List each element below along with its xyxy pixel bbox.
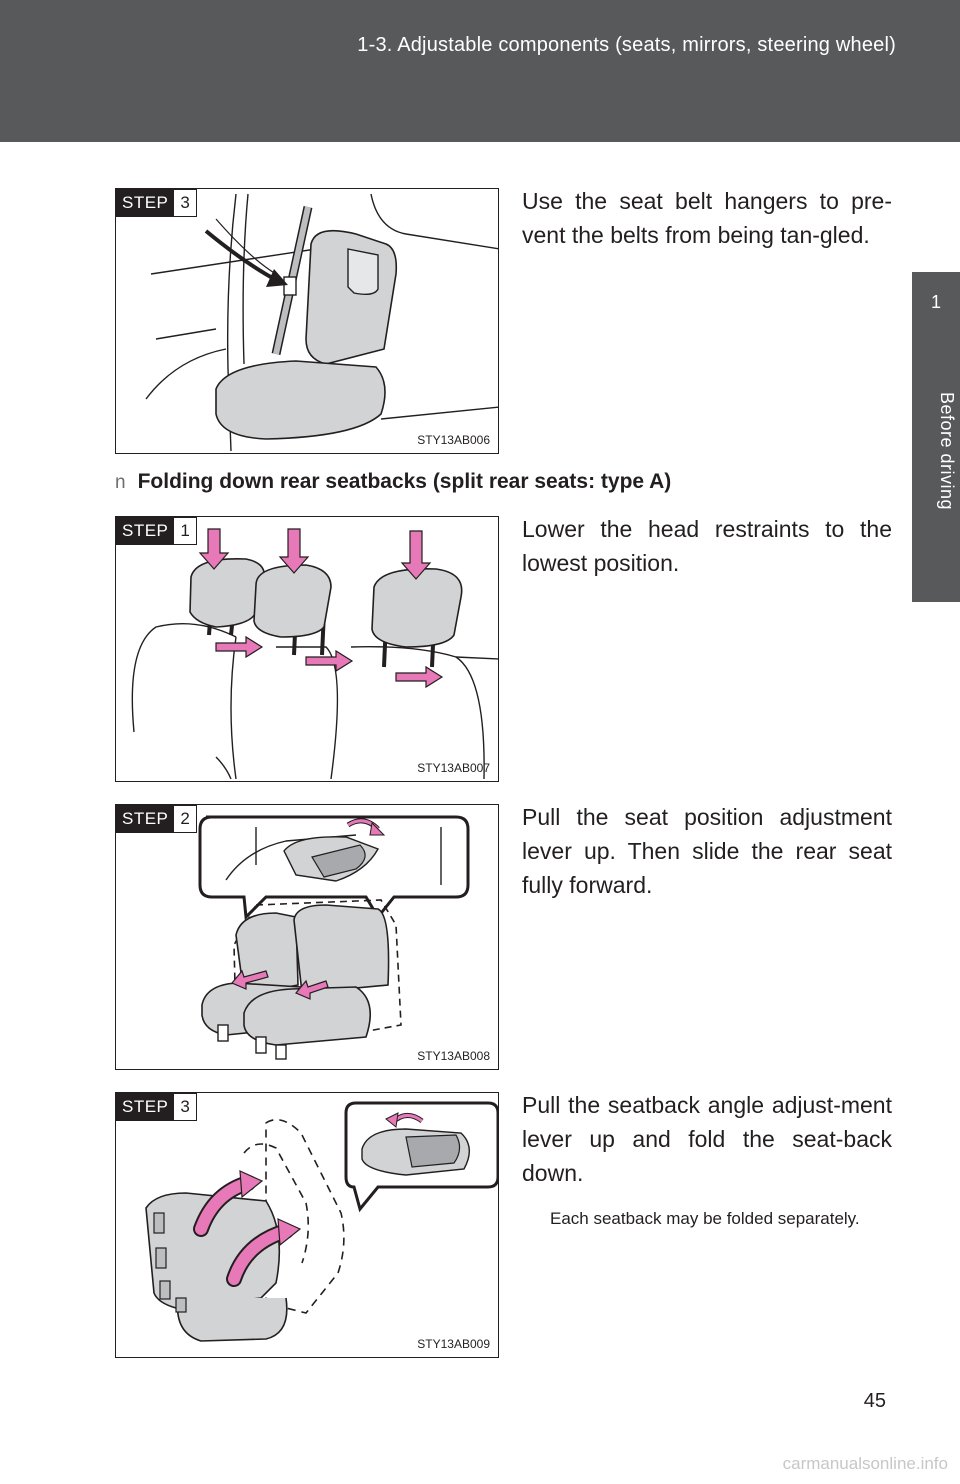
step-word: STEP (116, 189, 175, 217)
head-restraints-illustration (131, 528, 498, 780)
figure-code: STY13AB008 (417, 1049, 490, 1063)
figure-code: STY13AB009 (417, 1337, 490, 1351)
seat-belt-hanger-illustration (145, 193, 498, 452)
section-heading: n Folding down rear seatbacks (split rear… (115, 470, 671, 494)
chapter-label: Before driving (937, 392, 957, 511)
figure-seat-position-lever: STEP 2 STY13AB008 (115, 804, 499, 1070)
step-number: 2 (174, 805, 197, 833)
figure-code: STY13AB006 (417, 433, 490, 447)
step-badge: STEP 2 (116, 805, 197, 833)
section-bullet: n (115, 472, 126, 493)
step-instruction: Pull the seatback angle adjust-ment leve… (522, 1092, 892, 1186)
step-badge: STEP 3 (116, 189, 197, 217)
step-instruction: Pull the seat position adjustment lever … (522, 804, 892, 898)
chapter-label-tab (912, 382, 960, 602)
seatback-angle-lever-illustration (145, 1101, 498, 1342)
chapter-tab (912, 272, 960, 382)
step-word: STEP (116, 805, 175, 833)
figure-seat-belt-hanger: STEP 3 STY13AB006 (115, 188, 499, 454)
figure-seatback-angle-lever: STEP 3 STY13AB009 (115, 1092, 499, 1358)
header-bar (0, 0, 960, 142)
step-number: 3 (174, 1093, 197, 1121)
step-number: 3 (174, 189, 197, 217)
figure-code: STY13AB007 (417, 761, 490, 775)
step-word: STEP (116, 517, 175, 545)
chapter-number: 1 (930, 292, 941, 312)
figure-head-restraints: STEP 1 STY13AB007 (115, 516, 499, 782)
step-instruction: Lower the head restraints to the lowest … (522, 516, 892, 576)
step-word: STEP (116, 1093, 175, 1121)
step-badge: STEP 3 (116, 1093, 197, 1121)
seat-position-lever-illustration (198, 815, 470, 1060)
section-heading-text: Folding down rear seatbacks (split rear … (137, 470, 672, 493)
step-note: Each seatback may be folded separately. (550, 1209, 860, 1228)
step-instruction: Use the seat belt hangers to pre-vent th… (522, 188, 892, 248)
step-number: 1 (174, 517, 197, 545)
step-badge: STEP 1 (116, 517, 197, 545)
page-header-title: 1-3. Adjustable components (seats, mirro… (357, 34, 896, 56)
page-number: 45 (863, 1390, 886, 1412)
watermark: carmanualsonline.info (782, 1454, 948, 1473)
